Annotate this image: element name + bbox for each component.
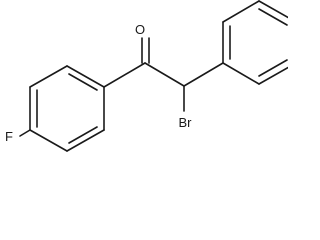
ring2-bond xyxy=(222,62,260,85)
fluorophenyl-ring xyxy=(29,65,105,152)
ring1-inner-double-bond xyxy=(68,126,98,144)
ring1-bond xyxy=(29,129,68,152)
carbonyl-alpha-carbon-bond xyxy=(144,62,185,87)
fluorine-atom-label: F xyxy=(5,129,13,144)
ring1-inner-double-bond xyxy=(68,73,98,91)
ring2-bond xyxy=(258,0,288,19)
ring2-inner-double-bond xyxy=(258,8,288,26)
carbon-fluorine-bond xyxy=(19,129,31,137)
bromine-atom-label: Br xyxy=(179,115,193,130)
carbonyl-double-bond xyxy=(141,37,150,64)
ring2-bond xyxy=(222,0,260,23)
aryl-carbonyl-bond xyxy=(103,62,146,88)
phenyl-ring xyxy=(222,0,288,85)
ring1-bond xyxy=(29,65,68,88)
ring1-bond xyxy=(66,65,105,88)
chemical-structure-diagram: O Br F xyxy=(5,0,288,152)
ring2-inner-double-bond xyxy=(258,59,288,77)
oxygen-atom-label: O xyxy=(135,22,145,37)
ring1-bond xyxy=(66,129,105,152)
alpha-carbon-phenyl-bond xyxy=(183,62,224,87)
ring2-bond xyxy=(258,66,288,85)
